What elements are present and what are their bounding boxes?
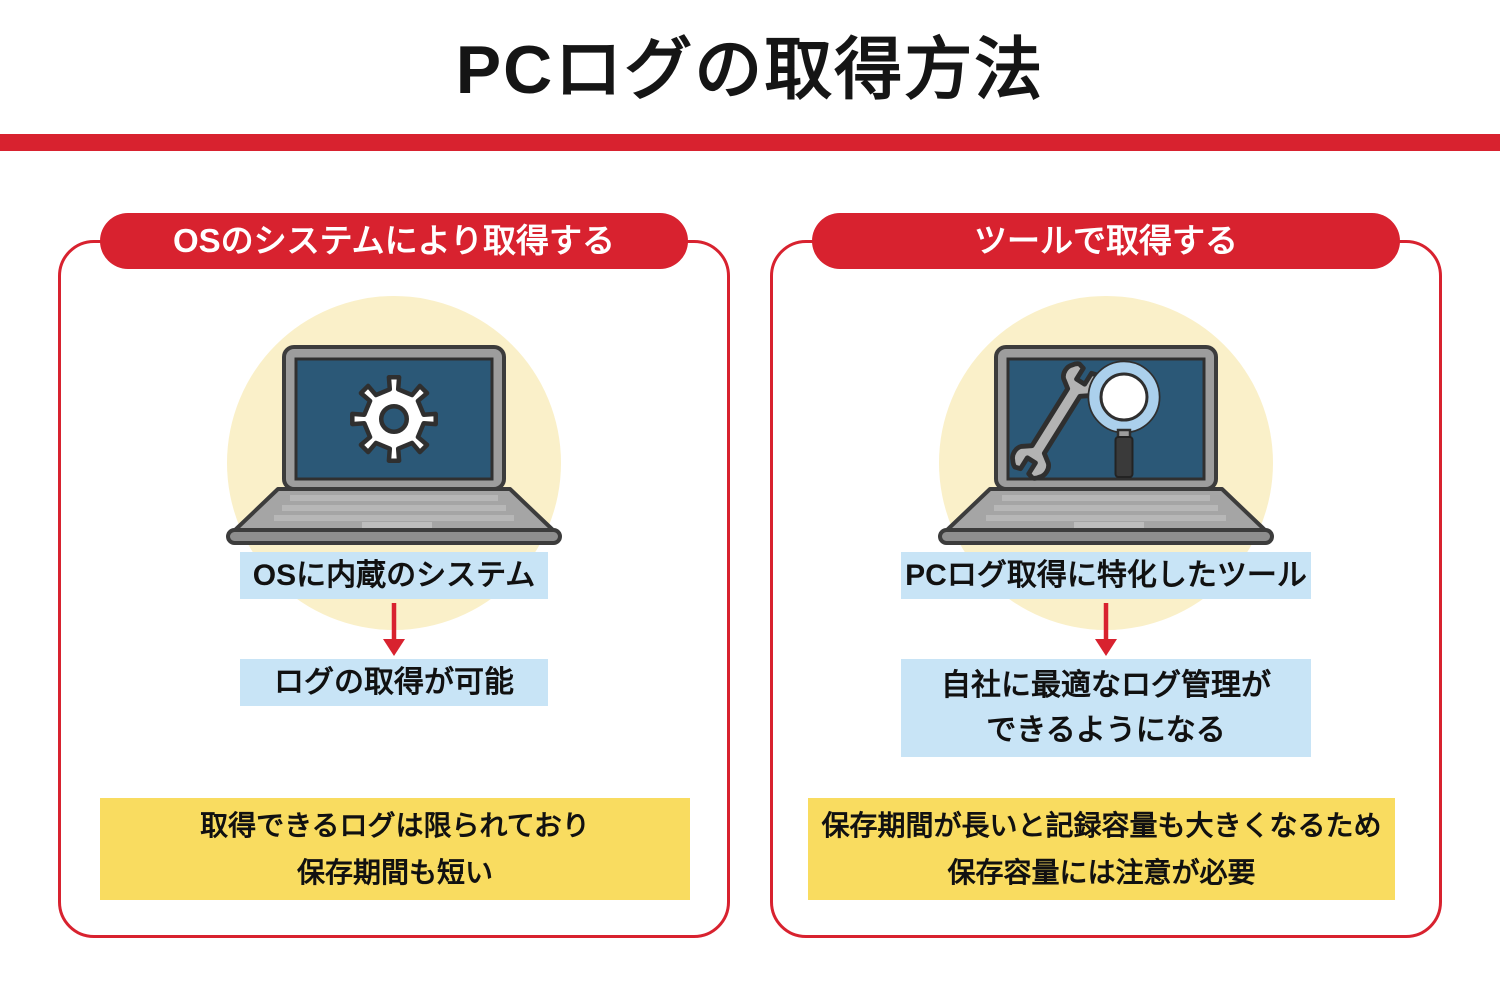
note-line: 保存期間も短い <box>296 857 493 888</box>
note-line: 保存容量には注意が必要 <box>947 857 1256 888</box>
gear-icon <box>350 375 438 463</box>
panel-tool-header: ツールで取得する <box>812 213 1400 269</box>
step-result-line: できるようになる <box>986 714 1226 747</box>
note-line: 取得できるログは限られており <box>200 810 590 841</box>
down-arrow-icon <box>1095 603 1117 656</box>
laptop-gear-icon <box>226 345 562 545</box>
wrench-icon <box>1010 361 1102 481</box>
note-line: 保存期間が長いと記録容量も大きくなるため <box>821 810 1382 841</box>
panel-os-system: OSのシステムにより取得する OSに内蔵のシステム ログの取得 <box>58 213 730 938</box>
note-box: 取得できるログは限られており 保存期間も短い <box>100 798 690 900</box>
step-result-line: 自社に最適なログ管理が <box>941 669 1271 702</box>
panel-tool: ツールで取得する PC <box>770 213 1442 938</box>
page-title: PCログの取得方法 <box>455 32 1045 108</box>
magnifier-icon <box>1087 360 1161 478</box>
title-divider <box>0 134 1500 151</box>
panel-os-header: OSのシステムにより取得する <box>100 213 688 269</box>
step-source-box: PCログ取得に特化したツール <box>901 552 1311 599</box>
note-box: 保存期間が長いと記録容量も大きくなるため 保存容量には注意が必要 <box>808 798 1395 900</box>
down-arrow-icon <box>383 603 405 656</box>
step-result-box: 自社に最適なログ管理が できるようになる <box>901 659 1311 757</box>
step-source-box: OSに内蔵のシステム <box>240 552 548 599</box>
laptop-wrench-magnifier-icon <box>938 345 1274 545</box>
step-result-box: ログの取得が可能 <box>240 659 548 706</box>
